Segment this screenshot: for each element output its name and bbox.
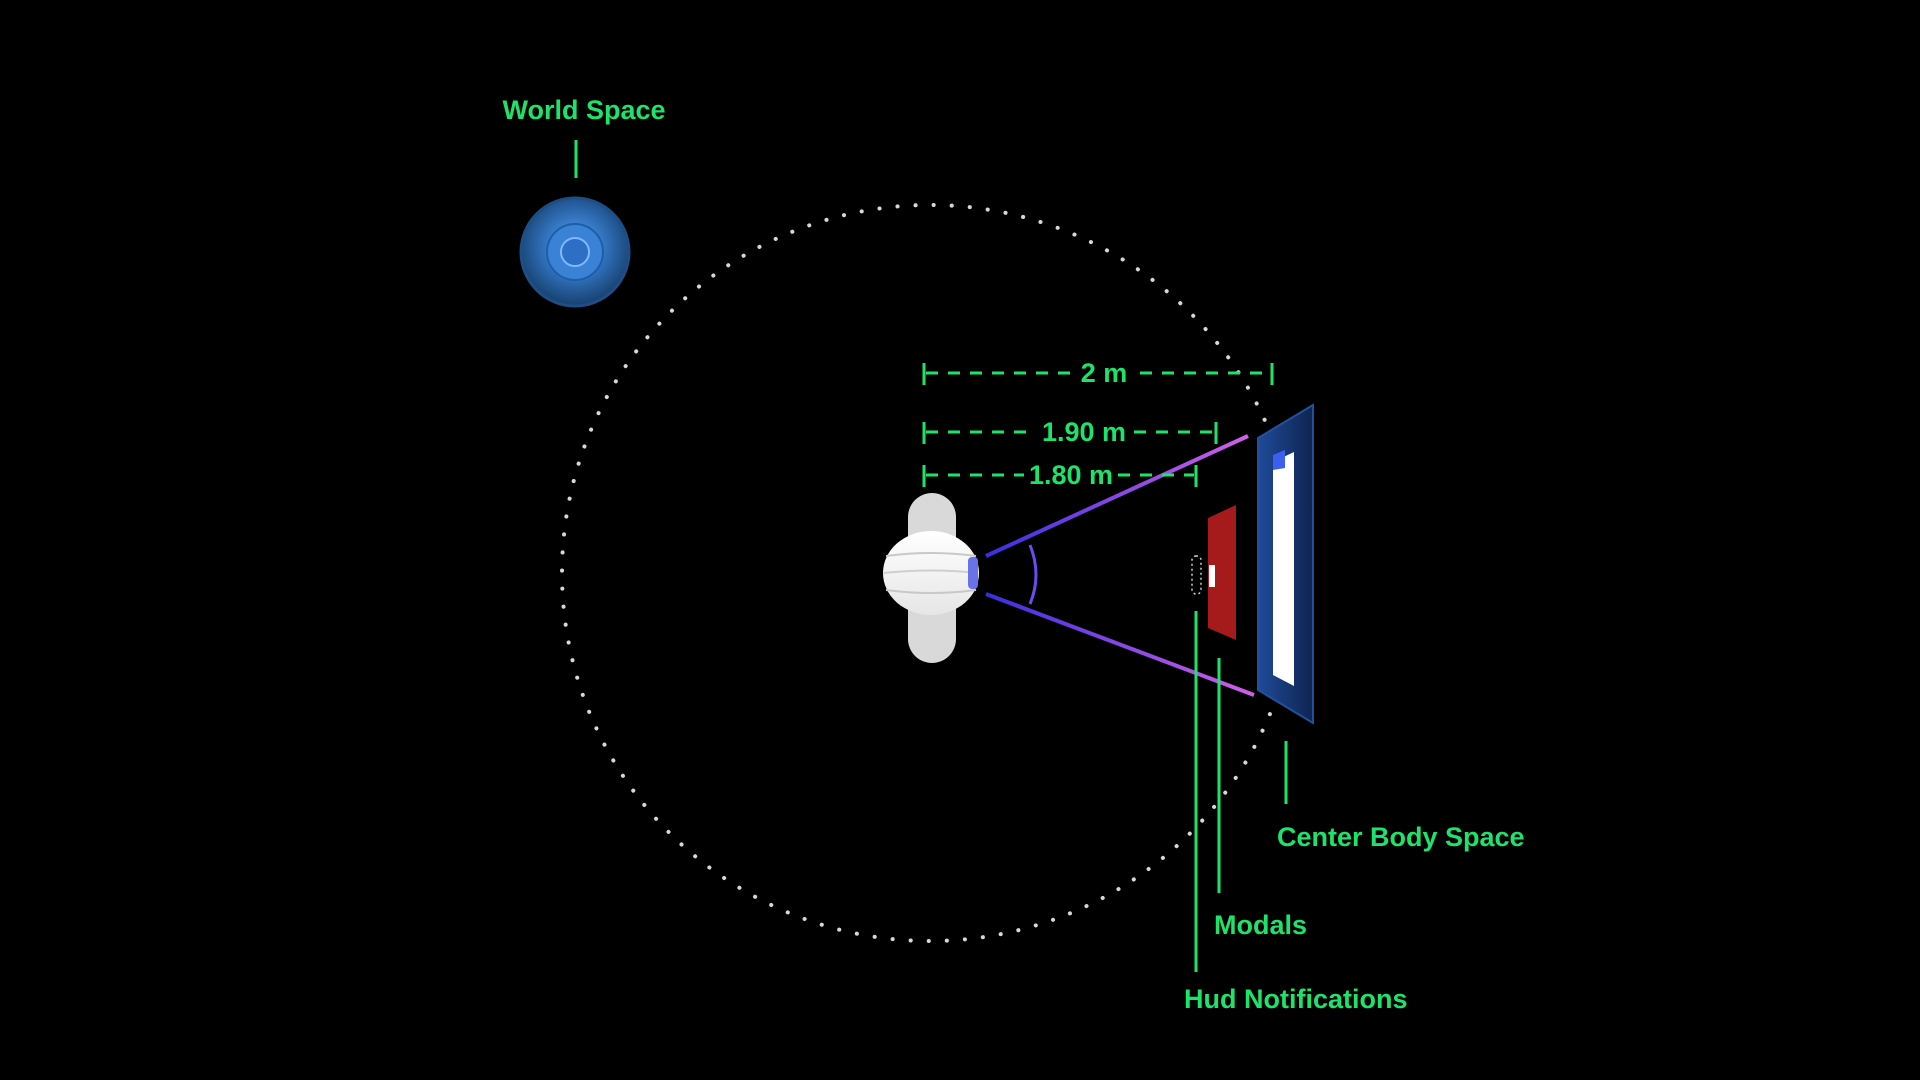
distance-modals-label: 1.90 m [1042, 417, 1126, 447]
hud-notification-layer [1191, 555, 1202, 595]
modals-label: Modals [1214, 910, 1307, 940]
distance-center-body-label: 2 m [1081, 358, 1128, 388]
world-sphere-icon [519, 196, 631, 308]
user-headset-icon [883, 493, 979, 663]
distance-center-body: 2 m [922, 358, 1274, 388]
world-space-label: World Space [502, 95, 665, 125]
center-body-space-label: Center Body Space [1277, 822, 1525, 852]
distance-modals: 1.90 m [922, 417, 1218, 447]
distance-hud: 1.80 m [922, 460, 1198, 490]
modal-panel [1208, 505, 1236, 640]
center-body-panel [1257, 403, 1314, 725]
hud-notifications-label: Hud Notifications [1184, 984, 1408, 1014]
distance-hud-label: 1.80 m [1029, 460, 1113, 490]
view-cone [985, 434, 1255, 697]
